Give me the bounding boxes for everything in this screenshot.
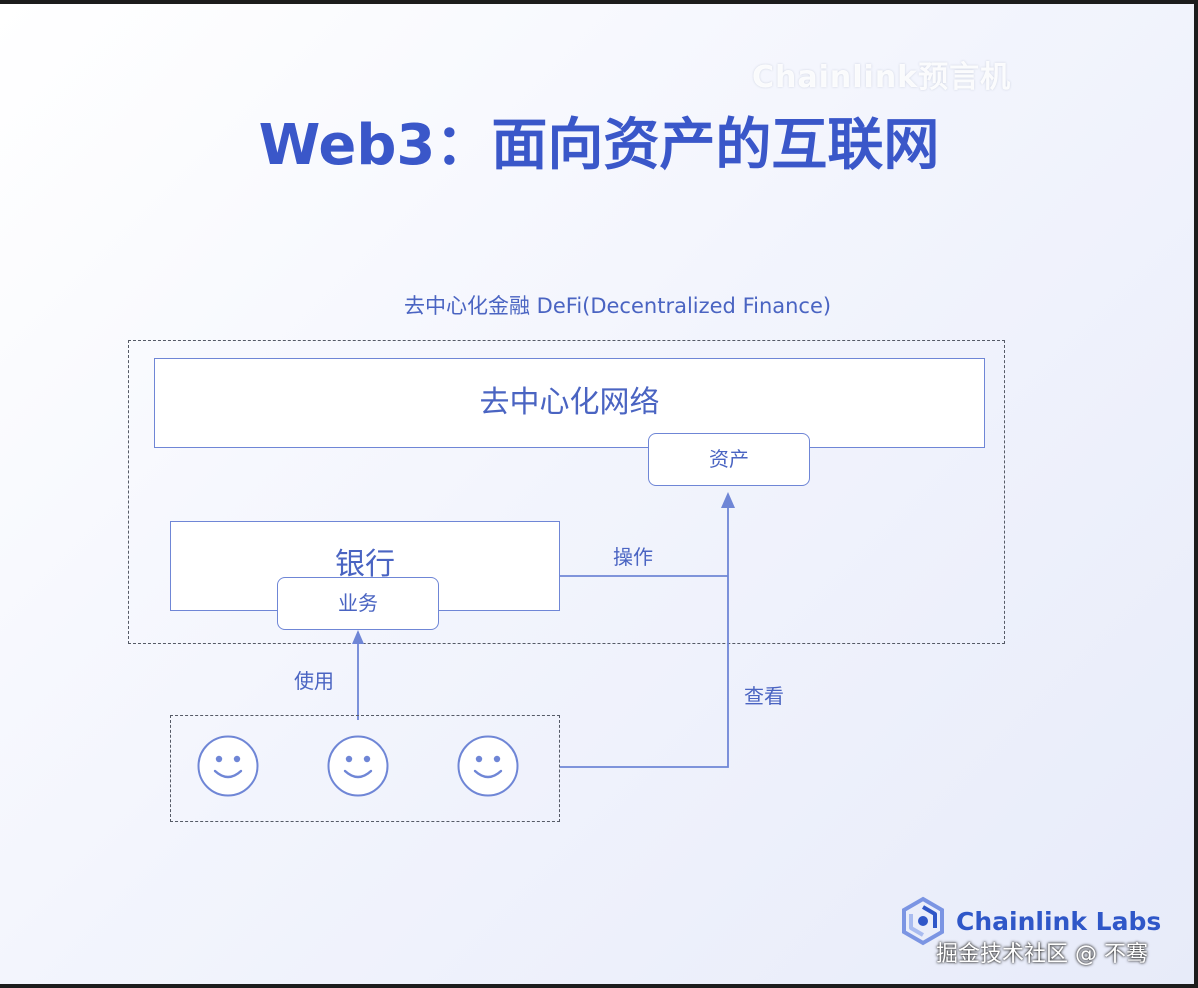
asset-label: 资产 <box>709 447 749 471</box>
smiley-face-icon <box>457 735 519 797</box>
decentralized-network-label: 去中心化网络 <box>479 385 660 420</box>
page-title: Web3：面向资产的互联网 <box>258 113 940 178</box>
users-group <box>170 715 560 822</box>
top-watermark: Chainlink预言机 <box>752 60 1012 95</box>
view-edge <box>560 502 729 768</box>
smiley-face-icon <box>327 735 389 797</box>
view-arrowhead <box>721 492 735 508</box>
use-arrowhead <box>352 630 364 644</box>
view-label: 查看 <box>744 684 784 708</box>
footer-watermark: 掘金技术社区 @ 不骞 <box>936 942 1148 967</box>
slide: Chainlink预言机 Web3：面向资产的互联网 去中心化金融 DeFi(D… <box>0 4 1194 984</box>
chainlink-labs-brand: Chainlink Labs <box>898 896 1161 946</box>
business-label: 业务 <box>338 591 378 615</box>
operate-label: 操作 <box>613 545 653 569</box>
business-node: 业务 <box>277 577 439 630</box>
asset-node: 资产 <box>648 433 810 486</box>
brand-name: Chainlink Labs <box>956 906 1162 936</box>
decentralized-network-node: 去中心化网络 <box>154 358 985 448</box>
use-label: 使用 <box>294 669 334 693</box>
bank-label: 银行 <box>335 547 395 582</box>
connector-lines <box>352 492 735 768</box>
defi-container <box>128 340 1005 644</box>
defi-label: 去中心化金融 DeFi(Decentralized Finance) <box>404 294 832 318</box>
chainlink-labs-logo-icon <box>902 896 944 946</box>
smiley-face-icon <box>197 735 259 797</box>
